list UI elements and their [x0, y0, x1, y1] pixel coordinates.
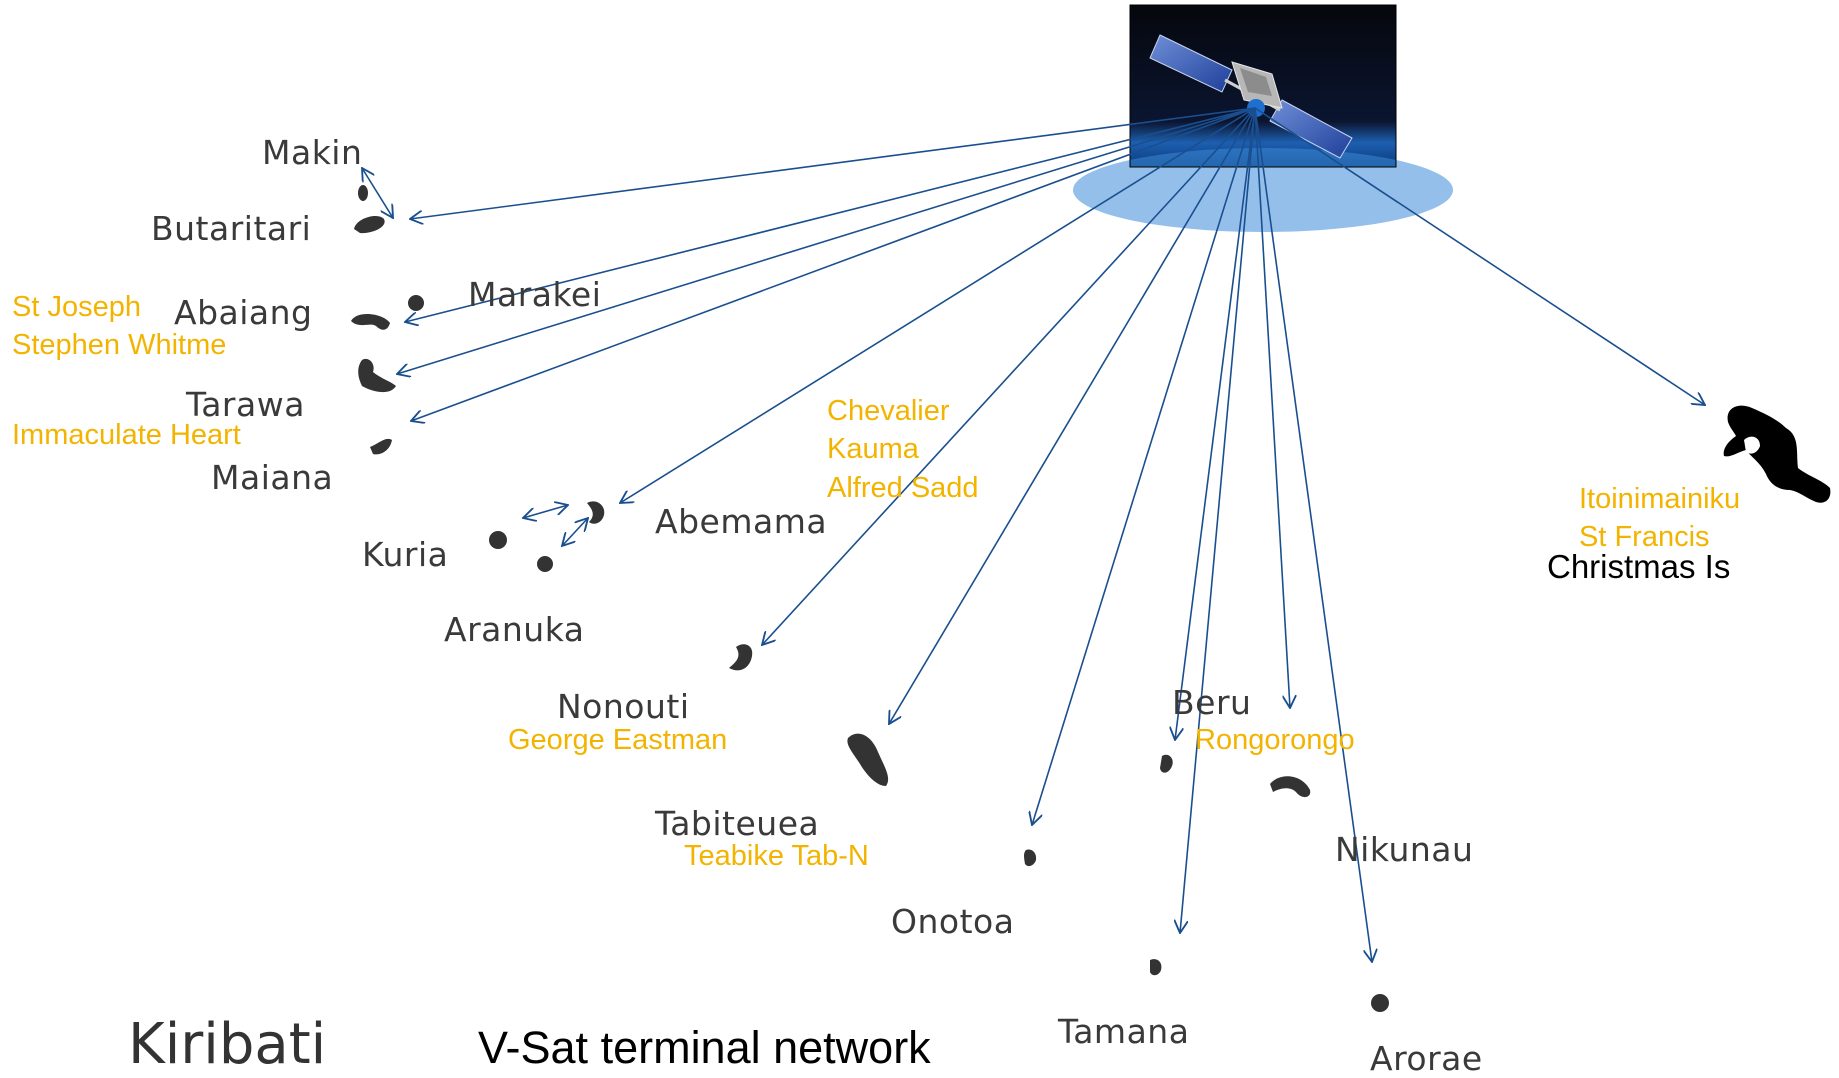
- country-title: Kiribati: [128, 1012, 327, 1077]
- island-label-abemama: Abemama: [655, 502, 828, 541]
- school-label-chevalier: Chevalier: [827, 395, 950, 427]
- satellite-image: [1073, 4, 1453, 232]
- link-makin-butaritari: [362, 168, 393, 218]
- island-shape-maiana: [370, 438, 392, 455]
- island-shape-abemama: [587, 501, 605, 524]
- school-label-teabike: Teabike Tab-N: [684, 840, 869, 872]
- island-shape-butaritari: [354, 215, 385, 234]
- island-shape-nonouti: [729, 644, 753, 671]
- link-abemama: [620, 107, 1256, 503]
- link-tamana: [1180, 107, 1256, 933]
- island-shape-makin: [358, 185, 368, 201]
- school-label-george-eastman: George Eastman: [508, 724, 728, 756]
- island-shape-marakei: [408, 295, 424, 311]
- solar-panel-left: [1149, 34, 1233, 93]
- island-shape-christmas: [1723, 405, 1831, 503]
- link-tabiteuea: [889, 107, 1256, 724]
- school-label-alfred-sadd: Alfred Sadd: [827, 472, 979, 504]
- link-christmas: [1254, 107, 1705, 405]
- link-butaritari: [410, 107, 1256, 219]
- island-shape-arorae: [1371, 994, 1389, 1012]
- island-label-marakei: Marakei: [468, 275, 602, 314]
- link-nonouti: [762, 107, 1256, 645]
- island-shape-tabiteuea: [847, 733, 889, 786]
- island-label-tamana: Tamana: [1058, 1012, 1190, 1051]
- island-label-beru: Beru: [1172, 683, 1252, 722]
- island-shape-tamana: [1150, 959, 1162, 976]
- link-tarawa: [397, 107, 1256, 374]
- school-label-itoinimainiku: Itoinimainiku: [1579, 483, 1741, 515]
- school-label-immaculate-heart: Immaculate Heart: [12, 419, 241, 451]
- school-label-st-francis: St Francis: [1579, 521, 1710, 553]
- island-label-tabiteuea: Tabiteuea: [655, 804, 820, 843]
- link-beru: [1175, 107, 1256, 740]
- island-shapes: [351, 185, 1831, 1012]
- island-label-nonouti: Nonouti: [557, 687, 690, 726]
- island-label-maiana: Maiana: [211, 458, 334, 497]
- island-label-makin: Makin: [262, 133, 363, 172]
- link-maiana: [411, 107, 1256, 421]
- island-label-tarawa: Tarawa: [186, 385, 305, 424]
- network-title: V-Sat terminal network: [478, 1022, 931, 1073]
- solar-panel-right: [1269, 99, 1353, 159]
- island-label-arorae: Arorae: [1370, 1039, 1483, 1078]
- island-shape-aranuka: [537, 556, 553, 572]
- link-aranuka-abemama: [562, 518, 588, 546]
- island-label-kuria: Kuria: [362, 535, 449, 574]
- link-onotoa: [1032, 107, 1256, 825]
- vsat-links: [362, 107, 1705, 962]
- island-label-butaritari: Butaritari: [151, 209, 312, 248]
- island-shape-abaiang: [351, 314, 390, 330]
- school-label-st-joseph: St Joseph: [12, 291, 141, 323]
- link-nikunau: [1254, 107, 1290, 708]
- island-shape-nikunau: [1270, 776, 1311, 798]
- earth-limb: [1073, 148, 1453, 232]
- island-label-christmas: Christmas Is: [1547, 548, 1731, 585]
- island-shape-kuria: [489, 531, 507, 549]
- island-label-onotoa: Onotoa: [891, 902, 1015, 941]
- school-label-kauma: Kauma: [827, 433, 919, 465]
- island-label-abaiang: Abaiang: [174, 293, 313, 332]
- link-kuria-abemama: [523, 505, 568, 518]
- school-label-rongorongo: Rongorongo: [1195, 724, 1355, 756]
- island-label-nikunau: Nikunau: [1335, 830, 1474, 869]
- link-abaiang: [405, 107, 1256, 322]
- island-shape-tarawa: [358, 358, 396, 393]
- island-shape-beru: [1160, 754, 1173, 773]
- school-label-stephen-whitme: Stephen Whitme: [12, 329, 227, 361]
- island-shape-onotoa: [1024, 849, 1037, 867]
- island-label-aranuka: Aranuka: [444, 610, 585, 649]
- link-arorae: [1254, 107, 1372, 962]
